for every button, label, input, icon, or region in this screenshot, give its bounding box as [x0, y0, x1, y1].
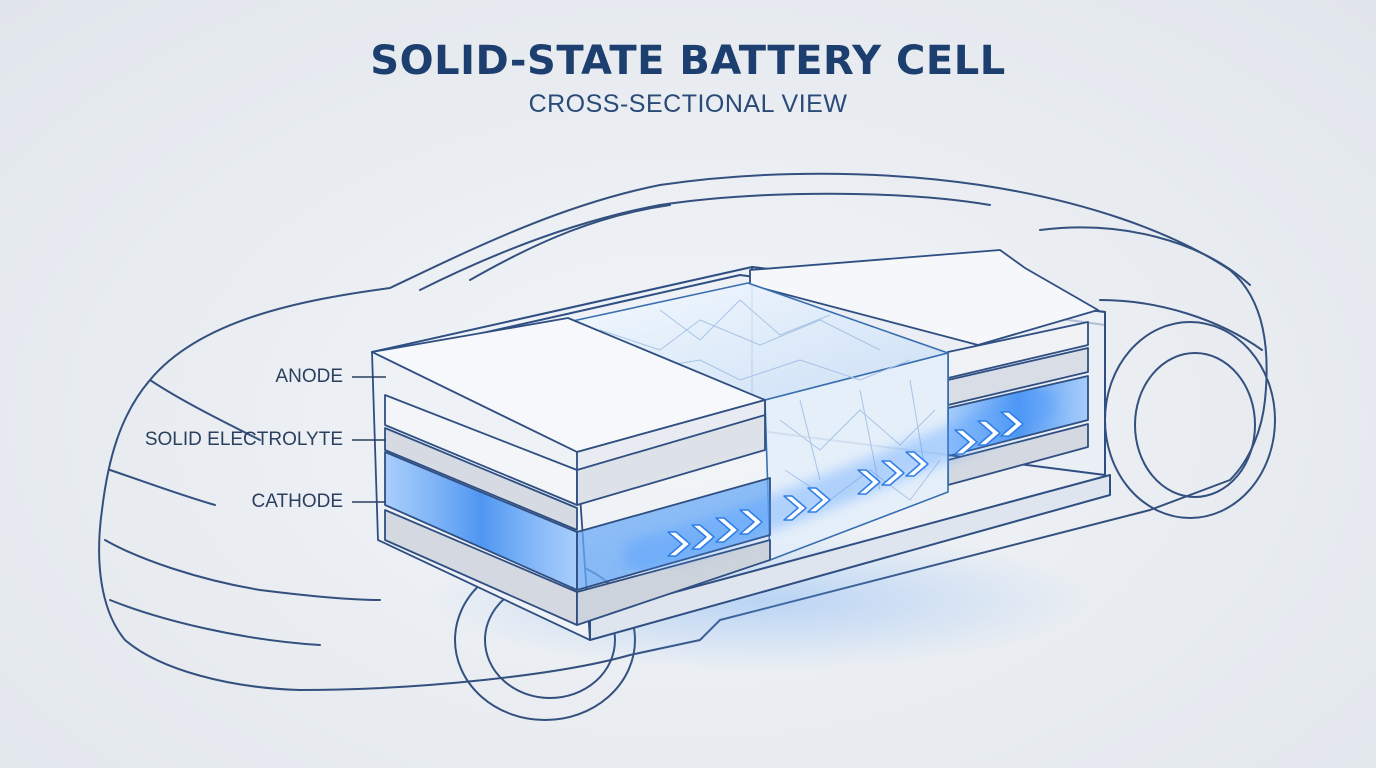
car-outline [98, 172, 1276, 721]
ion-arrow-2 [691, 524, 715, 550]
ion-flow [623, 388, 1057, 572]
windshield-line [469, 204, 671, 281]
callout-cathode: CATHODE [251, 491, 343, 512]
car-roof-line [419, 192, 991, 291]
ion-arrow-5 [783, 495, 807, 521]
ion-arrow-12 [1000, 411, 1024, 437]
car-rear-line [1039, 226, 1251, 286]
callout-anode: ANODE [275, 366, 343, 387]
diagram-title: SOLID-STATE BATTERY CELL [370, 38, 1006, 84]
rear-wheel-inner [1134, 352, 1256, 498]
car-hood-line [149, 379, 261, 441]
ion-arrow-10 [954, 429, 978, 455]
ion-arrow-1 [667, 531, 691, 557]
ion-arrow-7 [857, 469, 881, 495]
ion-arrow-11 [977, 420, 1001, 446]
front-battery-module [371, 317, 771, 641]
front-layer-gray-side [384, 427, 578, 531]
diagram-subtitle: CROSS-SECTIONAL VIEW [528, 90, 848, 118]
callout-leaders [352, 376, 386, 503]
front-layer-cathode-face [576, 539, 771, 626]
car-body-outline [98, 172, 1268, 691]
ion-arrows [667, 411, 1024, 557]
ion-arrow-4 [739, 509, 763, 535]
car-side-line [1099, 299, 1263, 351]
tray-floor [589, 474, 1111, 641]
ion-arrow-8 [881, 460, 905, 486]
callout-solid-electrolyte: SOLID ELECTROLYTE [144, 429, 343, 450]
car-lower-front [109, 599, 321, 646]
ion-arrow-6 [807, 487, 831, 513]
rear-wheel-outer [1104, 321, 1276, 519]
ion-arrow-3 [715, 517, 739, 543]
ion-arrow-9 [905, 451, 929, 477]
car-front-bumper [104, 539, 381, 601]
front-layer-anode-face [576, 414, 766, 506]
electrolyte-crystal [567, 282, 949, 561]
car-headlight [109, 469, 216, 506]
